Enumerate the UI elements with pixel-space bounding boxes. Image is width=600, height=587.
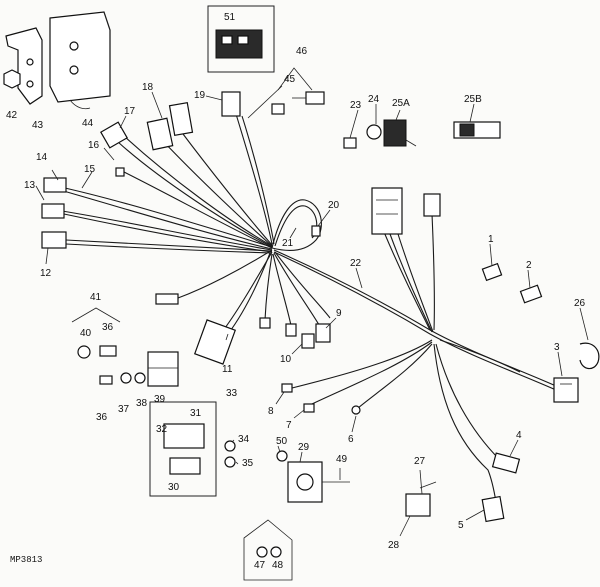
terminals-right bbox=[481, 262, 600, 403]
callout-33: 33 bbox=[226, 388, 238, 399]
callout-26: 26 bbox=[574, 298, 586, 309]
relay-bracket-assembly bbox=[3, 11, 111, 110]
callout-27: 27 bbox=[414, 456, 426, 467]
callout-16: 16 bbox=[88, 140, 100, 151]
callout-13: 13 bbox=[24, 180, 36, 191]
connectors-17-19 bbox=[100, 91, 241, 151]
callout-25A: 25A bbox=[392, 98, 410, 109]
callout-48: 48 bbox=[272, 560, 284, 571]
leader-lines bbox=[35, 85, 589, 537]
callout-36-top: 36 bbox=[102, 322, 114, 333]
relay-51 bbox=[207, 5, 275, 73]
callout-42: 42 bbox=[6, 110, 18, 121]
callout-2: 2 bbox=[526, 260, 532, 271]
callout-31: 31 bbox=[190, 408, 202, 419]
connectors-12-14 bbox=[41, 167, 125, 249]
connectors-4-5 bbox=[481, 452, 521, 523]
wire-harness bbox=[55, 113, 557, 503]
callout-41: 41 bbox=[90, 292, 102, 303]
callout-51: 51 bbox=[224, 12, 236, 23]
ignition-switch-group bbox=[71, 307, 179, 387]
callout-25B: 25B bbox=[464, 94, 482, 105]
callout-14: 14 bbox=[36, 152, 48, 163]
callout-38: 38 bbox=[136, 398, 148, 409]
callout-3: 3 bbox=[554, 342, 560, 353]
connectors-9-11 bbox=[155, 293, 331, 365]
callout-35: 35 bbox=[242, 458, 254, 469]
callout-11: 11 bbox=[222, 364, 233, 375]
callout-22: 22 bbox=[350, 258, 362, 269]
callout-15: 15 bbox=[84, 164, 96, 175]
callout-37: 37 bbox=[118, 404, 130, 415]
group-47-48 bbox=[243, 519, 293, 581]
callout-40: 40 bbox=[80, 328, 92, 339]
switch-45-46 bbox=[271, 67, 325, 115]
callout-39: 39 bbox=[154, 394, 166, 405]
callout-30: 30 bbox=[168, 482, 180, 493]
callout-12: 12 bbox=[40, 268, 52, 279]
callout-9: 9 bbox=[336, 308, 342, 319]
callout-5: 5 bbox=[458, 520, 464, 531]
figure-reference: MP3813 bbox=[10, 555, 42, 565]
callout-34: 34 bbox=[238, 434, 250, 445]
callout-10: 10 bbox=[280, 354, 292, 365]
callout-8: 8 bbox=[268, 406, 274, 417]
solenoid-29 bbox=[276, 450, 350, 503]
clip-20 bbox=[311, 225, 321, 237]
callout-6: 6 bbox=[348, 434, 354, 445]
callout-17: 17 bbox=[124, 106, 136, 117]
group-30-35 bbox=[149, 401, 236, 497]
callout-1: 1 bbox=[488, 234, 494, 245]
callout-18: 18 bbox=[142, 82, 154, 93]
callout-45: 45 bbox=[284, 74, 296, 85]
callout-19: 19 bbox=[194, 90, 206, 101]
callout-4: 4 bbox=[516, 430, 522, 441]
callout-43: 43 bbox=[32, 120, 44, 131]
connectors-center-top bbox=[371, 187, 441, 235]
switch-27-28 bbox=[405, 481, 437, 517]
switch-group-23-25 bbox=[343, 119, 501, 149]
callout-21: 21 bbox=[282, 238, 294, 249]
callout-36-bottom: 36 bbox=[96, 412, 108, 423]
callout-24: 24 bbox=[368, 94, 380, 105]
callout-20: 20 bbox=[328, 200, 340, 211]
callout-44: 44 bbox=[82, 118, 94, 129]
ring-terminals bbox=[281, 383, 361, 415]
callout-46: 46 bbox=[296, 46, 308, 57]
callout-50: 50 bbox=[276, 436, 288, 447]
callout-49: 49 bbox=[336, 454, 348, 465]
callout-23: 23 bbox=[350, 100, 362, 111]
callout-29: 29 bbox=[298, 442, 310, 453]
callout-28: 28 bbox=[388, 540, 400, 551]
callout-labels: 1 2 3 4 5 6 7 8 9 10 11 12 13 14 15 16 1… bbox=[6, 12, 586, 571]
callout-7: 7 bbox=[286, 420, 292, 431]
callout-32: 32 bbox=[156, 424, 168, 435]
callout-47: 47 bbox=[254, 560, 266, 571]
